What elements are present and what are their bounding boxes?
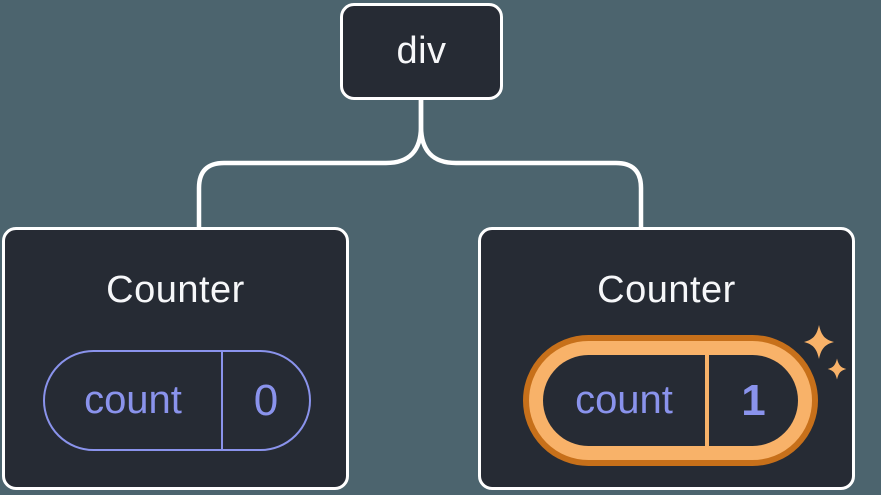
connector-right-branch [418, 100, 644, 227]
counter-card-right: Counter count 1 [478, 227, 855, 490]
state-pill-highlighted: count 1 [523, 335, 818, 466]
root-node-div: div [340, 3, 503, 100]
state-value: 1 [705, 355, 798, 446]
counter-card-left: Counter count 0 [2, 227, 349, 490]
connector-left-branch [196, 100, 424, 227]
sparkle-star-large [804, 325, 834, 359]
counter-title: Counter [597, 269, 736, 311]
state-key-label: count [84, 378, 182, 422]
state-value: 0 [221, 352, 309, 449]
counter-title: Counter [106, 269, 245, 311]
root-node-label: div [396, 30, 447, 72]
sparkle-star-small [827, 358, 847, 380]
state-pill-inner: count 1 [543, 355, 798, 446]
state-key-label: count [575, 378, 673, 422]
state-pill: count 0 [43, 350, 311, 451]
